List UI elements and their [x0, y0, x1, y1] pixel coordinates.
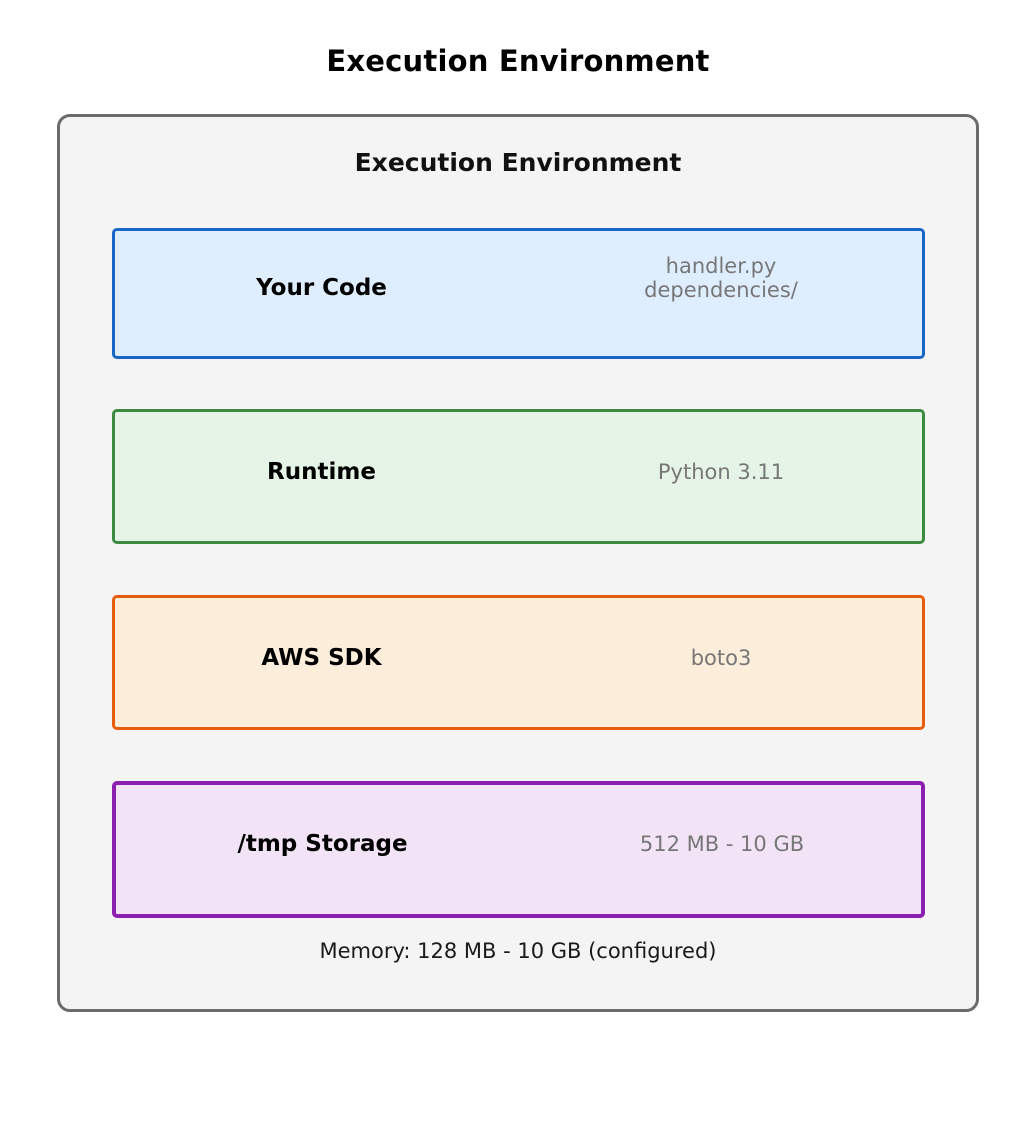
layer-aws-sdk-detail: boto3: [690, 646, 752, 670]
execution-environment-panel: Execution Environment Your Code handler.…: [57, 114, 979, 1012]
layer-runtime: Runtime Python 3.11: [112, 409, 925, 544]
layer-tmp-storage-detail: 512 MB - 10 GB: [639, 832, 805, 856]
panel-title: Execution Environment: [354, 148, 682, 177]
layer-runtime-content: Runtime Python 3.11: [115, 412, 922, 541]
memory-note: Memory: 128 MB - 10 GB (configured): [319, 939, 717, 963]
layer-aws-sdk-content: AWS SDK boto3: [115, 598, 922, 727]
layer-tmp-storage: /tmp Storage 512 MB - 10 GB: [112, 781, 925, 918]
layer-your-code-detail: handler.py dependencies/: [644, 254, 798, 303]
layer-runtime-detail: Python 3.11: [657, 460, 785, 484]
page-title: Execution Environment: [326, 44, 710, 78]
layer-your-code-content: Your Code handler.py dependencies/: [115, 231, 922, 356]
layer-your-code: Your Code handler.py dependencies/: [112, 228, 925, 359]
layer-aws-sdk-label: AWS SDK: [261, 645, 382, 671]
layer-tmp-storage-content: /tmp Storage 512 MB - 10 GB: [116, 785, 921, 914]
layer-runtime-label: Runtime: [267, 459, 376, 485]
layer-tmp-storage-label: /tmp Storage: [237, 831, 408, 857]
layer-aws-sdk: AWS SDK boto3: [112, 595, 925, 730]
layer-your-code-label: Your Code: [256, 275, 387, 301]
